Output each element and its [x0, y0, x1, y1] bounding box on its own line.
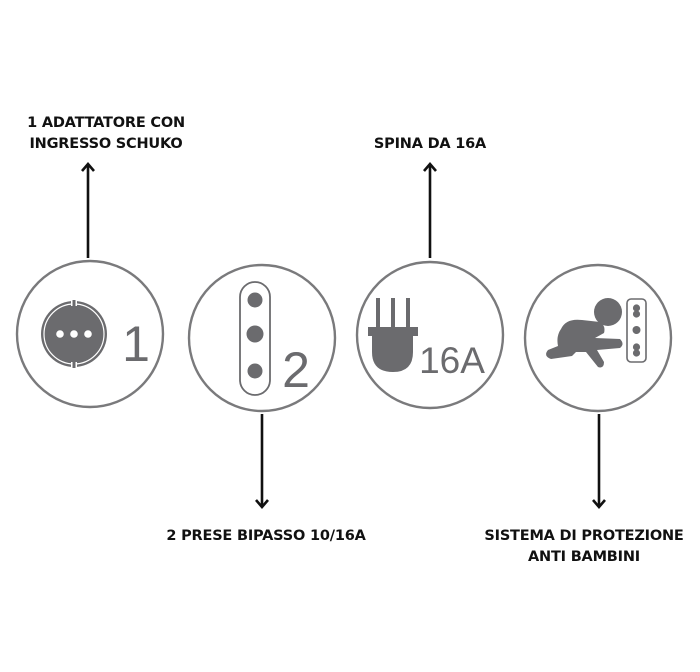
label-adapter: 1 ADATTATORE CON INGRESSO SCHUKO	[27, 113, 185, 155]
feature-sockets: 2	[187, 263, 337, 413]
plug-icon	[368, 298, 418, 372]
feature-plug: 16A	[355, 260, 505, 410]
feature-adapter: 1	[15, 259, 165, 409]
child-lock-socket-icon	[626, 298, 647, 363]
label-child-safety-line-1: SISTEMA DI PROTEZIONE	[484, 528, 684, 544]
label-child-safety: SISTEMA DI PROTEZIONE ANTI BAMBINI	[484, 526, 683, 568]
arrow-down-sockets	[255, 414, 269, 509]
label-adapter-line-1: 1 ADATTATORE CON	[27, 115, 185, 131]
ring	[187, 263, 337, 413]
arrow-up-plug	[423, 162, 437, 258]
crawling-baby-icon	[546, 298, 623, 368]
label-adapter-line-2: INGRESSO SCHUKO	[29, 136, 183, 152]
ring	[523, 263, 673, 413]
ring	[15, 259, 165, 409]
bypass-socket-icon	[239, 281, 271, 396]
ring	[355, 260, 505, 410]
label-child-safety-line-2: ANTI BAMBINI	[528, 549, 640, 565]
feature-child-safety	[523, 263, 673, 413]
label-sockets-line-1: 2 PRESE BIPASSO 10/16A	[166, 528, 366, 544]
icon-text-16a: 16A	[419, 340, 485, 381]
label-plug: SPINA DA 16A	[374, 134, 486, 155]
icon-text-2: 2	[282, 342, 310, 398]
label-sockets: 2 PRESE BIPASSO 10/16A	[166, 526, 365, 547]
schuko-socket-icon	[41, 299, 107, 369]
label-plug-line-1: SPINA DA 16A	[373, 136, 487, 152]
arrow-down-child-safety	[592, 414, 606, 509]
icon-text-1: 1	[122, 316, 150, 372]
arrow-up-adapter	[81, 162, 95, 258]
